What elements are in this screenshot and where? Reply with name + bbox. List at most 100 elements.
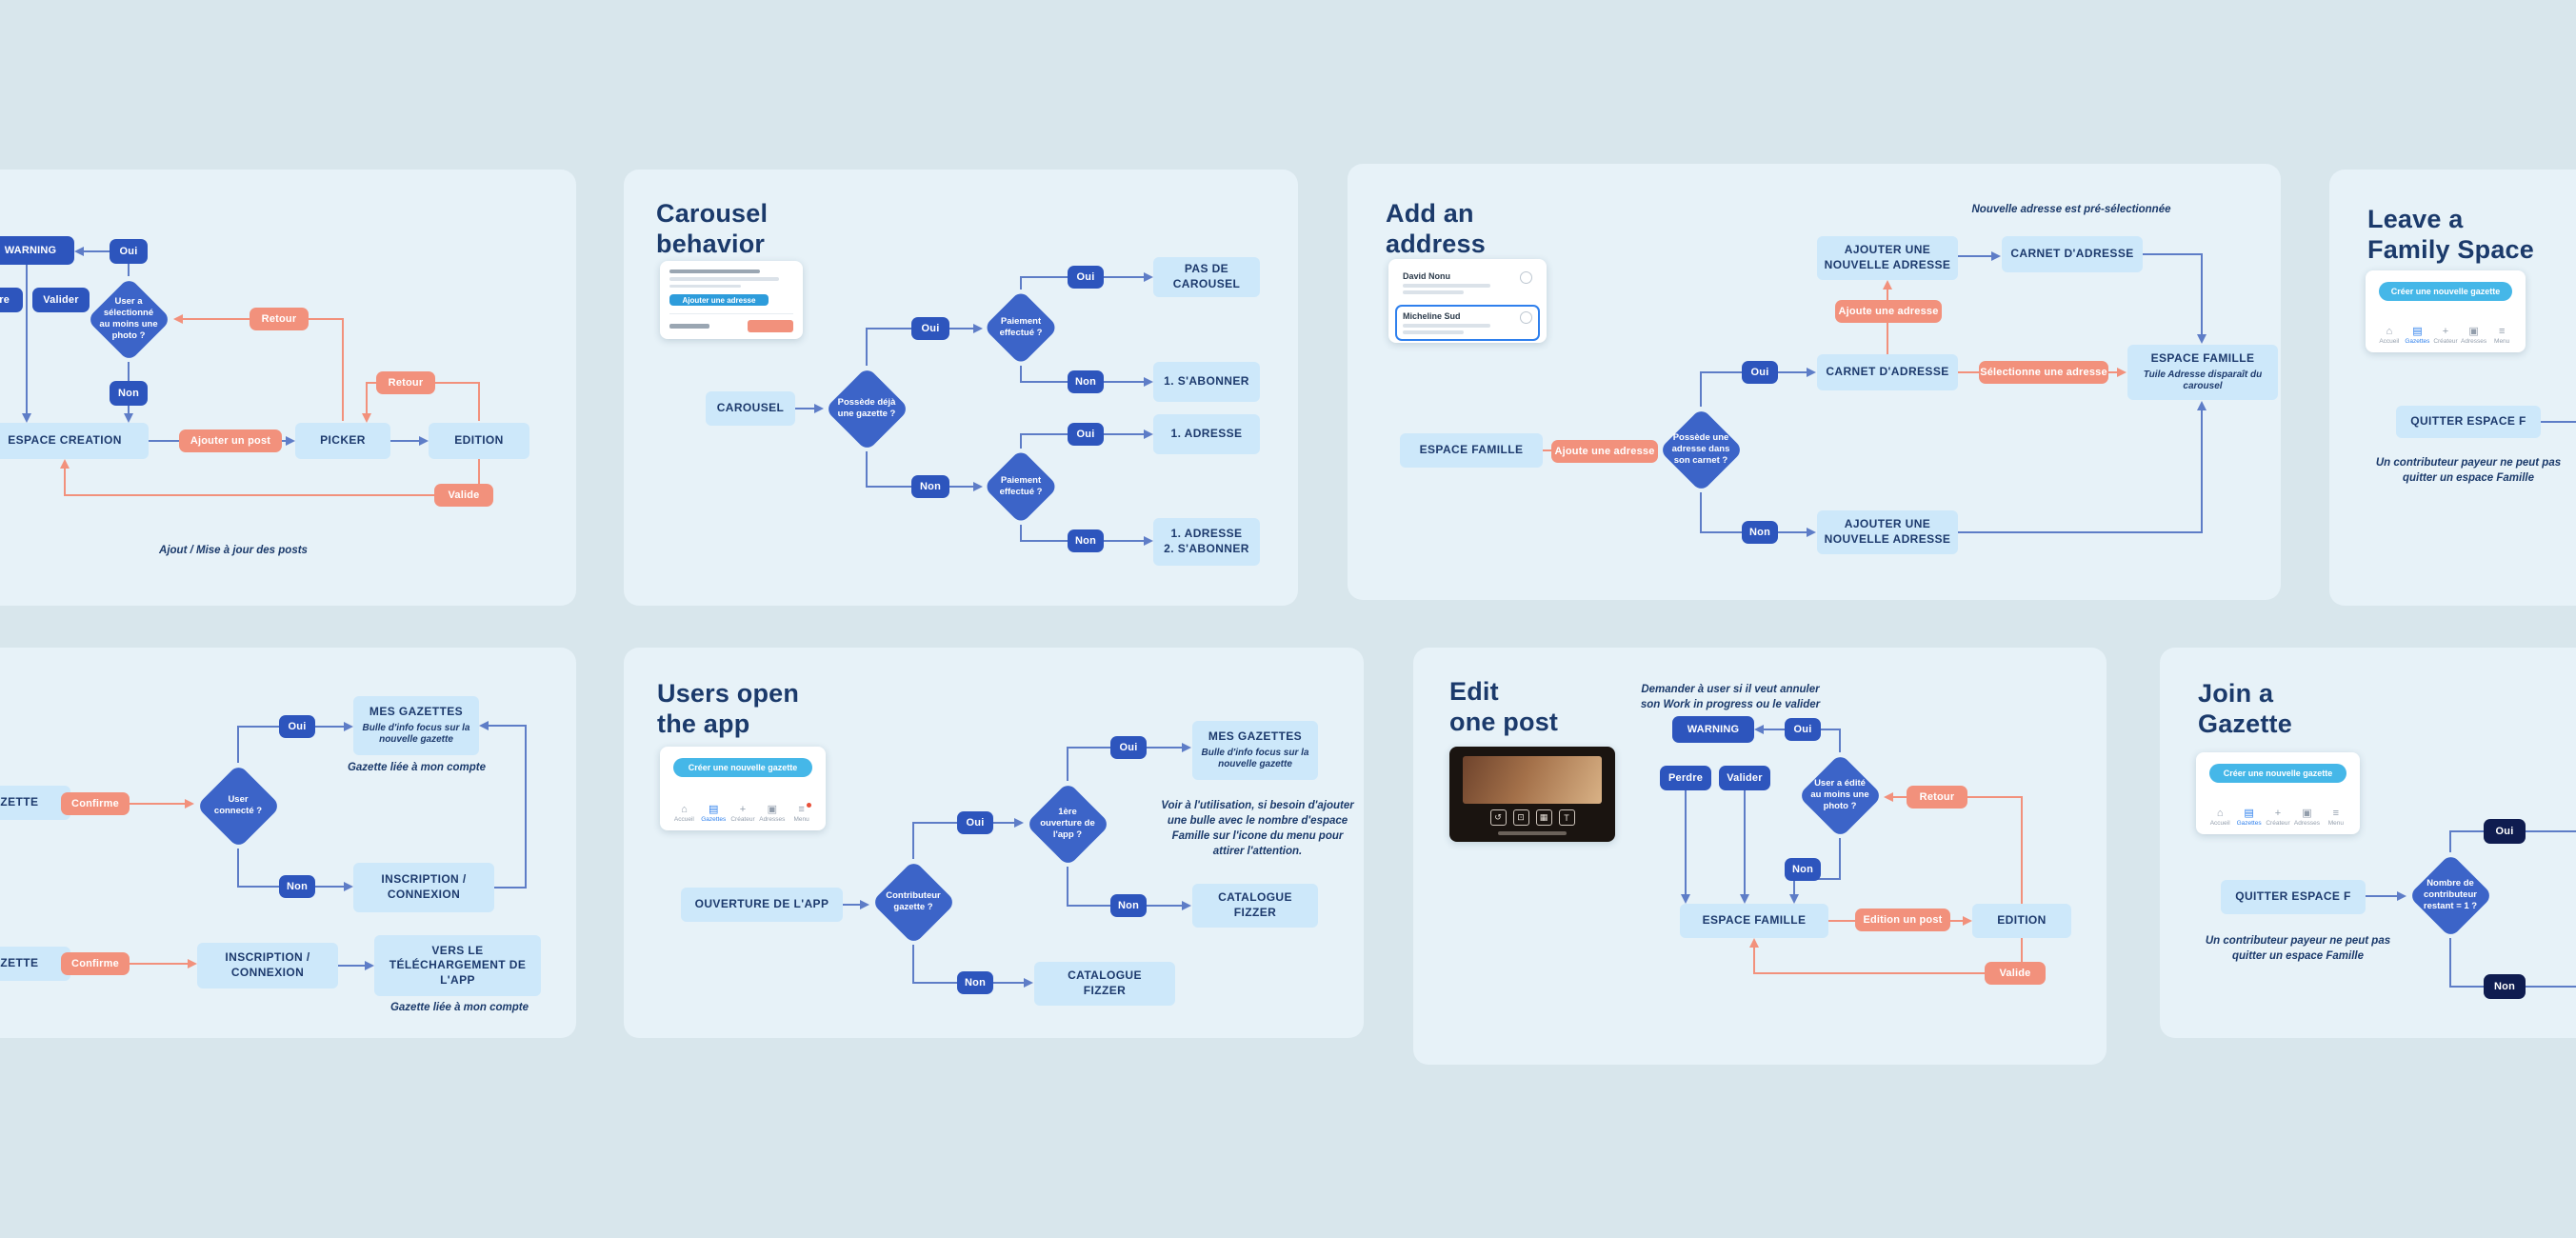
- app-screenshot[interactable]: Ajouter une adresse: [660, 261, 803, 339]
- edition-box[interactable]: EDITION: [1972, 904, 2071, 938]
- catalogue-fizzer-box-2[interactable]: CATALOGUE FIZZER: [1034, 962, 1175, 1006]
- picker-box[interactable]: PICKER: [295, 423, 390, 459]
- non-2-pill[interactable]: Non: [1068, 370, 1104, 393]
- carnet-adresse-mid-box[interactable]: CARNET D'ADRESSE: [1817, 354, 1958, 390]
- app-screenshot[interactable]: Créer une nouvelle gazette⌂Accueil▤Gazet…: [2366, 270, 2526, 352]
- espace-famille-box[interactable]: ESPACE FAMILLE: [1680, 904, 1828, 938]
- gazette-box-2[interactable]: GAZETTE: [0, 947, 70, 981]
- panel-title[interactable]: Add an address: [1386, 199, 1486, 259]
- compte-note-2[interactable]: Gazette liée à mon compte: [389, 1002, 529, 1013]
- address-decision[interactable]: Possède une adresse dans son carnet ?: [1658, 407, 1744, 492]
- premiere-ouverture-decision[interactable]: 1ère ouverture de l'app ?: [1025, 781, 1110, 867]
- non-pill[interactable]: Non: [1785, 858, 1821, 881]
- non-2-pill[interactable]: Non: [1110, 894, 1147, 917]
- non-pill[interactable]: Non: [911, 475, 949, 498]
- sabonner-box[interactable]: 1. S'ABONNER: [1153, 362, 1260, 402]
- ajoute-une-adresse-pill-2[interactable]: Ajoute une adresse: [1551, 440, 1658, 463]
- panel-title[interactable]: Leave a Family Space: [2367, 205, 2534, 265]
- oui-2-pill[interactable]: Oui: [1110, 736, 1147, 759]
- cancel-note[interactable]: Demander à user si il veut annuler son W…: [1640, 684, 1821, 711]
- retour-pill[interactable]: Retour: [1907, 786, 1967, 809]
- photo-selected-decision[interactable]: User a sélectionné au moins une photo ?: [86, 276, 171, 362]
- posts-update-note[interactable]: Ajout / Mise à jour des posts: [159, 545, 308, 556]
- ajouter-nouvelle-adresse-top-box[interactable]: AJOUTER UNE NOUVELLE ADRESSE: [1817, 236, 1958, 280]
- panel-gazette-signup[interactable]: GAZETTEConfirmeUser connecté ?OuiNonMES …: [0, 648, 576, 1038]
- perdre-pill[interactable]: Perdre: [0, 288, 23, 312]
- non-pill[interactable]: Non: [110, 381, 148, 406]
- panel-title[interactable]: Edit one post: [1449, 677, 1559, 737]
- payer-note[interactable]: Un contributeur payeur ne peut pas quitt…: [2205, 935, 2391, 963]
- photo-edited-decision[interactable]: User a édité au moins une photo ?: [1797, 752, 1883, 838]
- non-dark-pill[interactable]: Non: [2484, 974, 2526, 999]
- perdre-pill[interactable]: Perdre: [1660, 766, 1711, 790]
- quitter-espace-box[interactable]: QUITTER ESPACE F: [2221, 880, 2366, 914]
- gazette-box-1[interactable]: GAZETTE: [0, 786, 70, 820]
- ajoute-une-adresse-pill-1[interactable]: Ajoute une adresse: [1835, 300, 1942, 323]
- valider-pill[interactable]: Valider: [1719, 766, 1770, 790]
- non-1-pill[interactable]: Non: [957, 971, 993, 994]
- oui-3-pill[interactable]: Oui: [1068, 423, 1104, 446]
- quitter-espace-box[interactable]: QUITTER ESPACE F: [2396, 406, 2541, 438]
- preselected-note[interactable]: Nouvelle adresse est pré-sélectionnée: [1971, 204, 2171, 215]
- adresse-box[interactable]: 1. ADRESSE: [1153, 414, 1260, 454]
- retour-pill[interactable]: Retour: [250, 308, 309, 330]
- ajouter-un-post-pill[interactable]: Ajouter un post: [179, 429, 282, 452]
- selectionne-une-adresse-pill[interactable]: Sélectionne une adresse: [1979, 361, 2108, 384]
- inscription-box-1[interactable]: INSCRIPTION / CONNEXION: [353, 863, 494, 912]
- oui-dark-pill[interactable]: Oui: [2484, 819, 2526, 844]
- app-screenshot[interactable]: Créer une nouvelle gazette⌂Accueil▤Gazet…: [2196, 752, 2360, 834]
- usage-note[interactable]: Voir à l'utilisation, si besoin d'ajoute…: [1161, 800, 1354, 858]
- oui-pill[interactable]: Oui: [1742, 361, 1778, 384]
- ajouter-nouvelle-adresse-bottom-box[interactable]: AJOUTER UNE NOUVELLE ADRESSE: [1817, 510, 1958, 554]
- pas-de-carousel-box[interactable]: PAS DE CAROUSEL: [1153, 257, 1260, 297]
- non-3-pill[interactable]: Non: [1068, 529, 1104, 552]
- oui-pill[interactable]: Oui: [279, 715, 315, 738]
- oui-pill[interactable]: Oui: [110, 239, 148, 264]
- oui-pill[interactable]: Oui: [1785, 718, 1821, 741]
- panel-title[interactable]: Carousel behavior: [656, 199, 769, 259]
- edition-un-post-pill[interactable]: Edition un post: [1855, 909, 1950, 931]
- espace-creation-box[interactable]: ESPACE CREATION: [0, 423, 149, 459]
- espace-famille-left-box[interactable]: ESPACE FAMILLE: [1400, 433, 1543, 468]
- non-pill[interactable]: Non: [1742, 521, 1778, 544]
- vers-telechargement-box[interactable]: VERS LE TÉLÉCHARGEMENT DE L'APP: [374, 935, 541, 996]
- confirme-pill-1[interactable]: Confirme: [61, 792, 130, 815]
- payer-note[interactable]: Un contributeur payeur ne peut pas quitt…: [2375, 457, 2562, 485]
- has-gazette-decision[interactable]: Possède déjà une gazette ?: [824, 366, 909, 451]
- warning-box[interactable]: WARNING: [1672, 716, 1754, 743]
- non-pill[interactable]: Non: [279, 875, 315, 898]
- contributeurs-restants-decision[interactable]: Nombre de contributeur restant = 1 ?: [2407, 852, 2493, 938]
- valider-pill[interactable]: Valider: [32, 288, 90, 312]
- retour-2-pill[interactable]: Retour: [376, 371, 435, 394]
- confirme-pill-2[interactable]: Confirme: [61, 952, 130, 975]
- user-connecte-decision[interactable]: User connecté ?: [195, 763, 281, 849]
- contributeur-decision[interactable]: Contributeur gazette ?: [870, 859, 956, 945]
- compte-note-1[interactable]: Gazette liée à mon compte: [347, 762, 487, 773]
- panel-title[interactable]: Users open the app: [657, 679, 800, 739]
- payment-decision-bottom[interactable]: Paiement effectué ?: [983, 449, 1059, 525]
- ouverture-app-box[interactable]: OUVERTURE DE L'APP: [681, 888, 843, 922]
- valide-pill[interactable]: Valide: [434, 484, 493, 507]
- app-screenshot[interactable]: Créer une nouvelle gazette⌂Accueil▤Gazet…: [660, 747, 826, 830]
- adresse-sabonner-box[interactable]: 1. ADRESSE 2. S'ABONNER: [1153, 518, 1260, 566]
- panel-title[interactable]: Join a Gazette: [2198, 679, 2292, 739]
- payment-decision-top[interactable]: Paiement effectué ?: [983, 290, 1059, 366]
- warning-box[interactable]: WARNING: [0, 236, 74, 265]
- oui-pill[interactable]: Oui: [911, 317, 949, 340]
- edition-box[interactable]: EDITION: [429, 423, 529, 459]
- inscription-box-2[interactable]: INSCRIPTION / CONNEXION: [197, 943, 338, 988]
- carousel-box[interactable]: CAROUSEL: [706, 391, 795, 426]
- catalogue-fizzer-box-1[interactable]: CATALOGUE FIZZER: [1192, 884, 1318, 928]
- carnet-adresse-top-box[interactable]: CARNET D'ADRESSE: [2002, 236, 2143, 272]
